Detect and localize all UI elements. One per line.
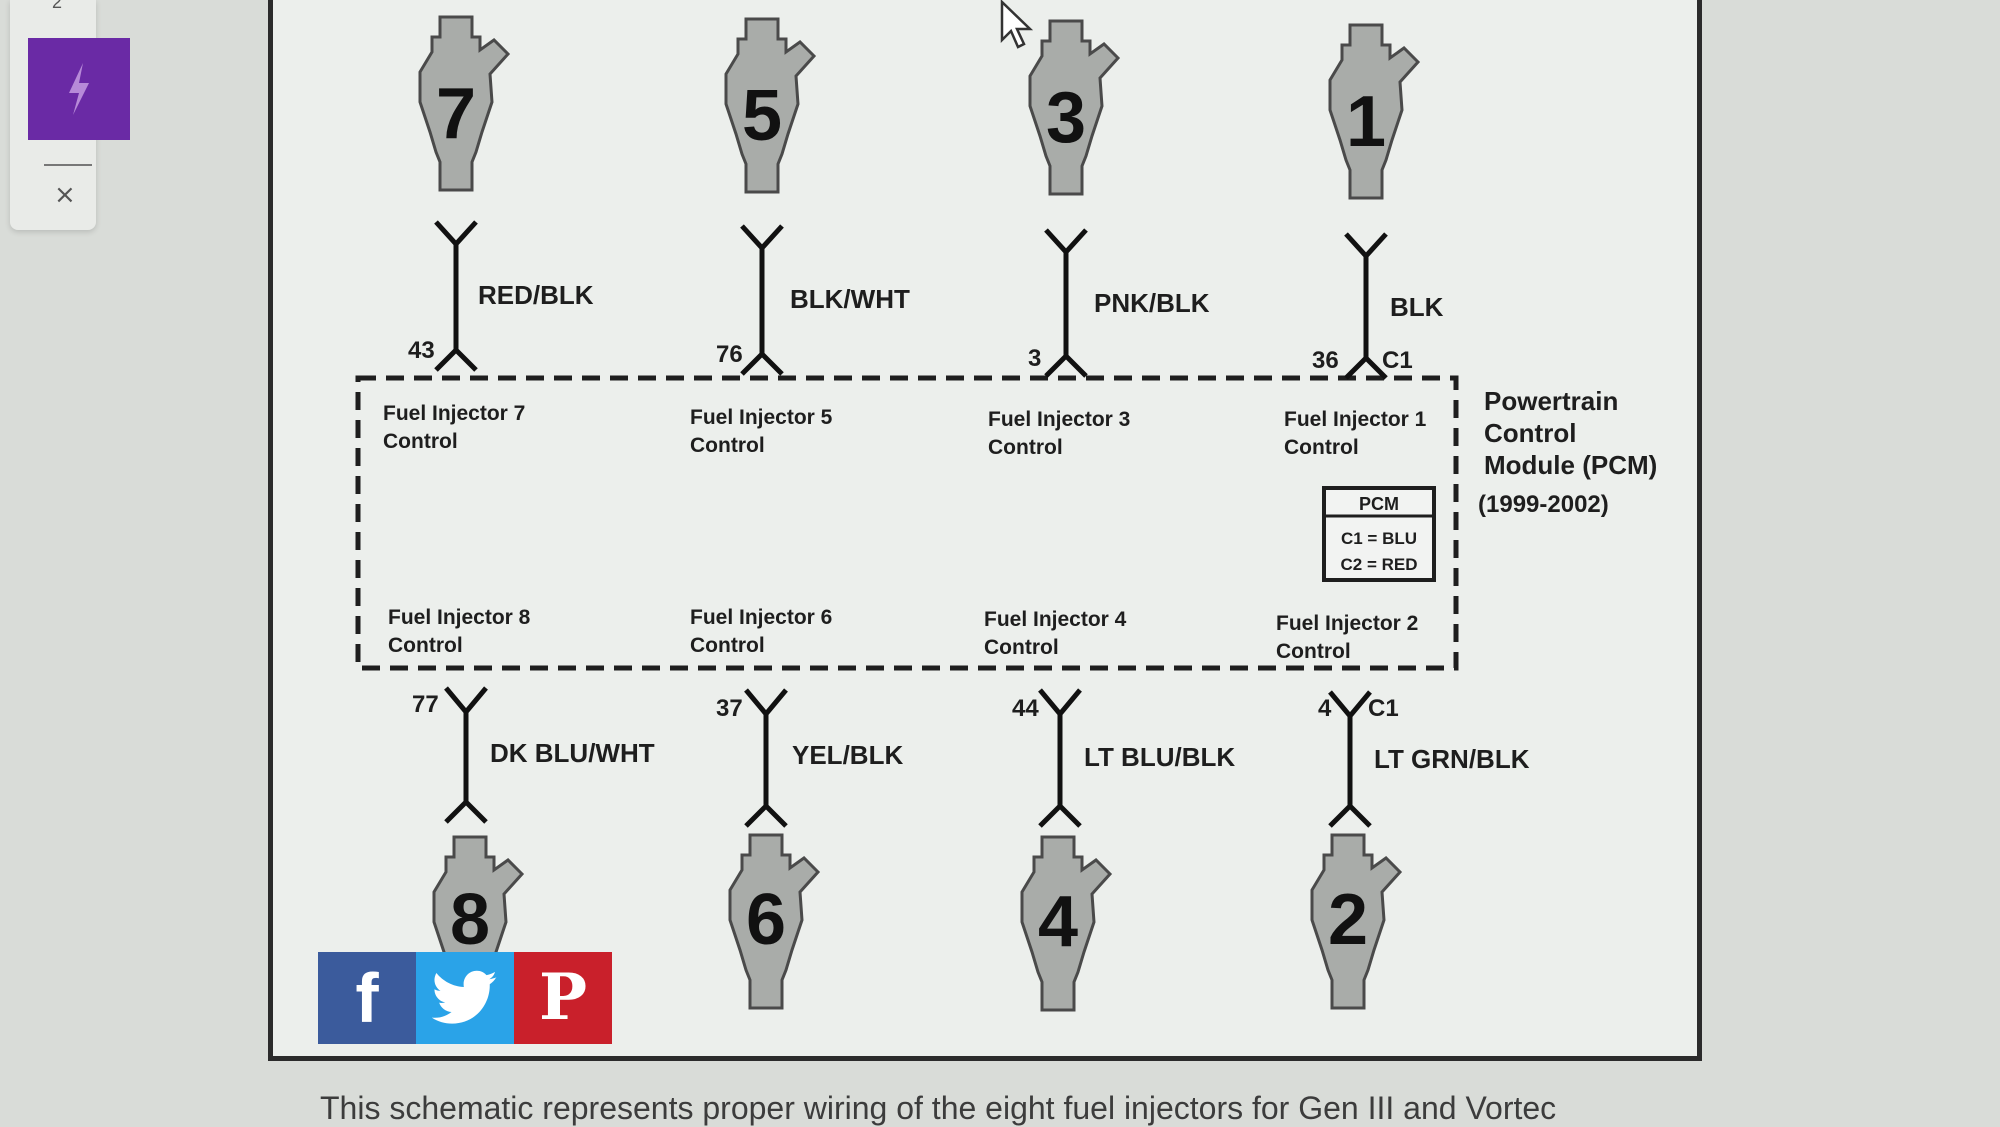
panel-divider: [44, 164, 92, 166]
extension-panel: 2 ×: [10, 0, 130, 230]
injector-3-group: 3 PNK/BLK 3 Fuel Injector 3 Control: [988, 19, 1210, 459]
injector-1-wire-color: BLK: [1390, 292, 1444, 322]
injector-8-label1: Fuel Injector 8: [388, 606, 531, 629]
bolt-icon: [69, 63, 89, 115]
pcm-box-c2: C2 = RED: [1341, 555, 1418, 574]
extension-button[interactable]: [28, 38, 130, 140]
injector-6-pin: 37: [716, 695, 743, 722]
injector-7-label2: Control: [383, 430, 458, 453]
injector-4-label1: Fuel Injector 4: [984, 608, 1127, 631]
pcm-connector-legend: PCM C1 = BLU C2 = RED: [1322, 486, 1436, 582]
injector-2-connector: C1: [1368, 695, 1399, 722]
injector-6-wire: [744, 688, 788, 828]
injector-3-label2: Control: [988, 436, 1063, 459]
injector-1-pin: 36: [1312, 347, 1339, 374]
injector-4-group: Fuel Injector 4 Control 44 LT BLU/BLK 4: [984, 608, 1235, 1012]
diagram-caption: This schematic represents proper wiring …: [320, 1090, 1557, 1126]
injector-1-number: 1: [1346, 82, 1386, 162]
injector-8-number: 8: [450, 880, 490, 960]
injector-1-label1: Fuel Injector 1: [1284, 408, 1427, 431]
injector-7-wire: [434, 220, 478, 372]
injector-8-label2: Control: [388, 634, 463, 657]
twitter-share-button[interactable]: [416, 952, 514, 1044]
injector-2-wire-color: LT GRN/BLK: [1374, 744, 1530, 774]
injector-5-pin: 76: [716, 341, 743, 368]
injector-1-connector: C1: [1382, 347, 1413, 374]
injector-5-number: 5: [742, 76, 782, 156]
close-icon[interactable]: ×: [54, 180, 76, 210]
twitter-icon: [432, 970, 497, 1024]
pcm-box-title: PCM: [1359, 494, 1399, 514]
injector-7-pin: 43: [408, 337, 435, 364]
injector-5-wire-color: BLK/WHT: [790, 284, 910, 314]
injector-2-group: Fuel Injector 2 Control 4 C1 LT GRN/BLK …: [1276, 612, 1530, 1010]
pcm-box-c1: C1 = BLU: [1341, 529, 1417, 548]
injector-5-label2: Control: [690, 434, 765, 457]
injector-2-number: 2: [1328, 880, 1368, 960]
injector-4-wire-color: LT BLU/BLK: [1084, 742, 1235, 772]
injector-2-label1: Fuel Injector 2: [1276, 612, 1418, 635]
share-bar: f P: [318, 952, 612, 1044]
injector-8-wire-color: DK BLU/WHT: [490, 738, 655, 768]
injector-3-label1: Fuel Injector 3: [988, 408, 1130, 431]
injector-2-wire: [1328, 690, 1372, 828]
injector-5-wire: [740, 224, 784, 376]
pinterest-share-button[interactable]: P: [514, 952, 612, 1044]
pinterest-icon: P: [538, 960, 588, 1035]
injector-4-label2: Control: [984, 636, 1059, 659]
injector-1-label2: Control: [1284, 436, 1359, 459]
facebook-share-button[interactable]: f: [318, 952, 416, 1044]
injector-8-group: Fuel Injector 8 Control 77 DK BLU/WHT 8: [388, 606, 655, 1012]
pcm-boundary: [355, 375, 1459, 671]
injector-7-group: 7 RED/BLK 43 Fuel Injector 7 Control: [383, 15, 594, 453]
injector-7-number: 7: [436, 74, 476, 154]
injector-5-label1: Fuel Injector 5: [690, 406, 833, 429]
injector-1-group: 1 BLK 36 C1 Fuel Injector 1 Control: [1284, 23, 1444, 459]
injector-2-label2: Control: [1276, 640, 1351, 663]
injector-5-group: 5 BLK/WHT 76 Fuel Injector 5 Control: [690, 17, 910, 457]
facebook-icon: f: [355, 959, 379, 1037]
pcm-years: (1999-2002): [1478, 491, 1609, 518]
injector-8-pin: 77: [412, 691, 439, 718]
injector-6-number: 6: [746, 880, 786, 960]
injector-3-wire: [1044, 228, 1088, 378]
injector-1-wire: [1344, 232, 1388, 380]
injector-6-label1: Fuel Injector 6: [690, 606, 832, 629]
pcm-title-line3: Module (PCM): [1484, 450, 1657, 480]
injector-6-label2: Control: [690, 634, 765, 657]
pcm-title-line2: Control: [1484, 418, 1576, 448]
injector-4-number: 4: [1038, 882, 1078, 962]
injector-7-label1: Fuel Injector 7: [383, 402, 525, 425]
injector-4-wire: [1038, 688, 1082, 828]
injector-8-wire: [444, 686, 488, 824]
injector-2-pin: 4: [1318, 695, 1332, 722]
panel-number: 2: [52, 0, 63, 12]
injector-3-wire-color: PNK/BLK: [1094, 288, 1210, 318]
injector-6-wire-color: YEL/BLK: [792, 740, 903, 770]
injector-3-number: 3: [1046, 78, 1086, 158]
injector-6-group: Fuel Injector 6 Control 37 YEL/BLK 6: [690, 606, 903, 1010]
pcm-title-line1: Powertrain: [1484, 386, 1618, 416]
injector-4-pin: 44: [1012, 695, 1039, 722]
injector-3-pin: 3: [1028, 345, 1041, 372]
injector-7-wire-color: RED/BLK: [478, 280, 594, 310]
mouse-cursor-icon: [1000, 0, 1034, 49]
